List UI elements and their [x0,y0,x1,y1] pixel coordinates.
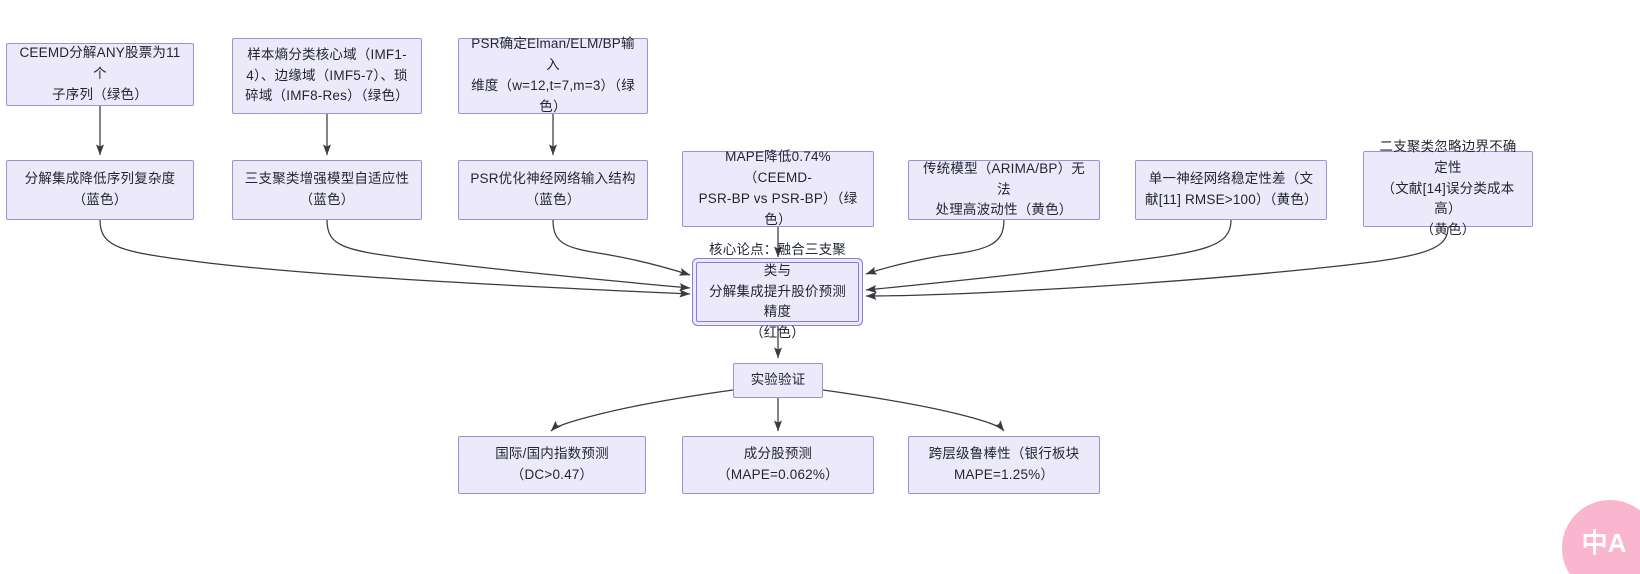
node-sample-entropy[interactable]: 样本熵分类核心域（IMF1- 4）、边缘域（IMF5-7）、琐 碎域（IMF8-… [232,38,422,114]
node-three-way-clustering-adaptivity[interactable]: 三支聚类增强模型自适应性 （蓝色） [232,160,422,220]
node-psr-optimizes-nn-input[interactable]: PSR优化神经网络输入结构 （蓝色） [458,160,648,220]
node-label: MAPE降低0.74%（CEEMD- PSR-BP vs PSR-BP）（绿 色… [698,149,858,227]
node-label: 三支聚类增强模型自适应性 （蓝色） [244,171,410,207]
node-label: 传统模型（ARIMA/BP）无法 处理高波动性（黄色） [922,160,1085,218]
node-ceemd-decompose[interactable]: CEEMD分解ANY股票为11个 子序列（绿色） [6,43,194,106]
edge-twoway-to-core [865,226,1449,300]
node-label: 单一神经网络稳定性差（文 献[11] RMSE>100）（黄色） [1145,171,1318,207]
edge-singlenn-to-core [865,219,1232,293]
edge-experiment-to-robust [822,389,1005,432]
node-label: 跨层级鲁棒性（银行板块 MAPE=1.25%） [928,446,1080,482]
node-component-stock-forecast-result[interactable]: 成分股预测 （MAPE=0.062%） [682,436,874,494]
node-label: PSR优化神经网络输入结构 （蓝色） [470,171,636,207]
edge-psropt-to-core [552,219,691,276]
node-single-nn-instability[interactable]: 单一神经网络稳定性差（文 献[11] RMSE>100）（黄色） [1135,160,1327,220]
node-two-way-clustering-limitation[interactable]: 二支聚类忽略边界不确定性 （文献[14]误分类成本高） （黄色） [1363,139,1533,237]
node-label: PSR确定Elman/ELM/BP输入 维度（w=12,t=7,m=3）（绿 色… [471,36,635,114]
edge-traditional-to-core [865,219,1005,275]
node-label: CEEMD分解ANY股票为11个 子序列（绿色） [19,45,181,102]
watermark-badge: 中A [1562,500,1640,574]
edge-experiment-to-index [550,389,734,432]
node-psr-input-dimension[interactable]: PSR确定Elman/ELM/BP输入 维度（w=12,t=7,m=3）（绿 色… [458,36,648,114]
node-mape-reduction[interactable]: MAPE降低0.74%（CEEMD- PSR-BP vs PSR-BP）（绿 色… [682,149,874,227]
node-label: 二支聚类忽略边界不确定性 （文献[14]误分类成本高） （黄色） [1379,138,1517,238]
node-core-claim[interactable]: 核心论点：融合三支聚类与 分解集成提升股价预测精度 （红色） [696,242,859,340]
node-cross-level-robustness-result[interactable]: 跨层级鲁棒性（银行板块 MAPE=1.25%） [908,436,1100,494]
node-label: 成分股预测 （MAPE=0.062%） [717,446,839,482]
node-label: 实验验证 [750,372,806,388]
node-index-forecast-result[interactable]: 国际/国内指数预测 （DC>0.47） [458,436,646,494]
node-traditional-model-limitation[interactable]: 传统模型（ARIMA/BP）无法 处理高波动性（黄色） [908,160,1100,220]
edge-threeway-to-core [326,219,691,292]
node-label: 分解集成降低序列复杂度 （蓝色） [24,171,176,207]
node-label: 国际/国内指数预测 （DC>0.47） [495,446,609,482]
node-decomposition-reduces-complexity[interactable]: 分解集成降低序列复杂度 （蓝色） [6,160,194,220]
edge-decomp-to-core [99,219,691,298]
node-label: 样本熵分类核心域（IMF1- 4）、边缘域（IMF5-7）、琐 碎域（IMF8-… [245,46,409,104]
watermark-text: 中A [1581,528,1627,559]
node-experiment-verification[interactable]: 实验验证 [733,363,823,398]
node-label: 核心论点：融合三支聚类与 分解集成提升股价预测精度 （红色） [709,241,846,341]
